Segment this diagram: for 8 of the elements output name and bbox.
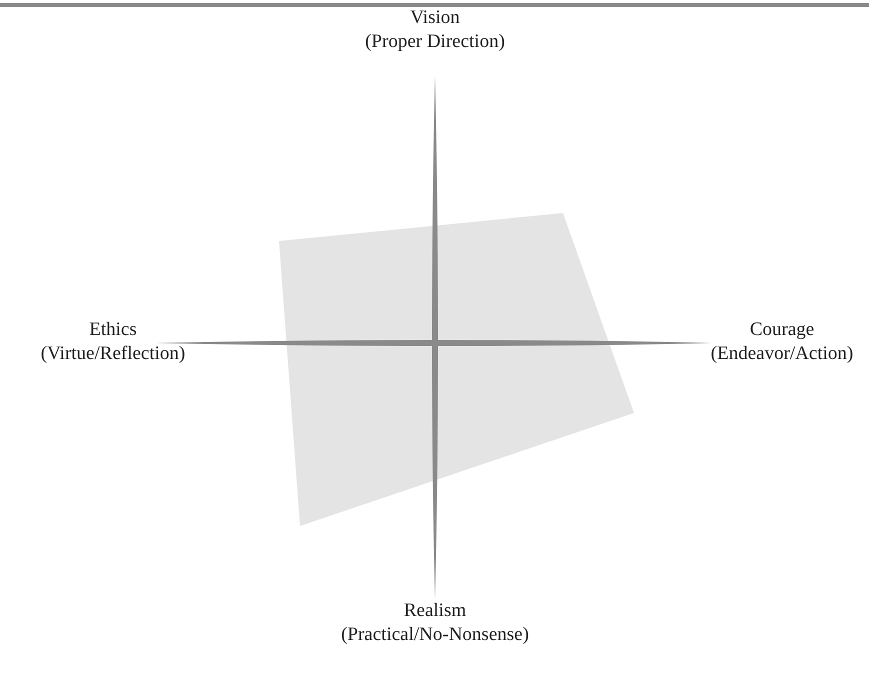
axis-label: (Practical/No-Nonsense): [341, 624, 529, 646]
axis-label: Realism: [404, 600, 466, 622]
axis-label: Vision: [410, 7, 460, 29]
axis-label: Courage: [750, 319, 814, 341]
axis-label: (Virtue/Reflection): [40, 343, 186, 365]
axis-label: (Proper Direction): [365, 31, 505, 53]
axis-label: (Endeavor/Action): [710, 343, 854, 365]
axis-label: Ethics: [89, 319, 137, 341]
